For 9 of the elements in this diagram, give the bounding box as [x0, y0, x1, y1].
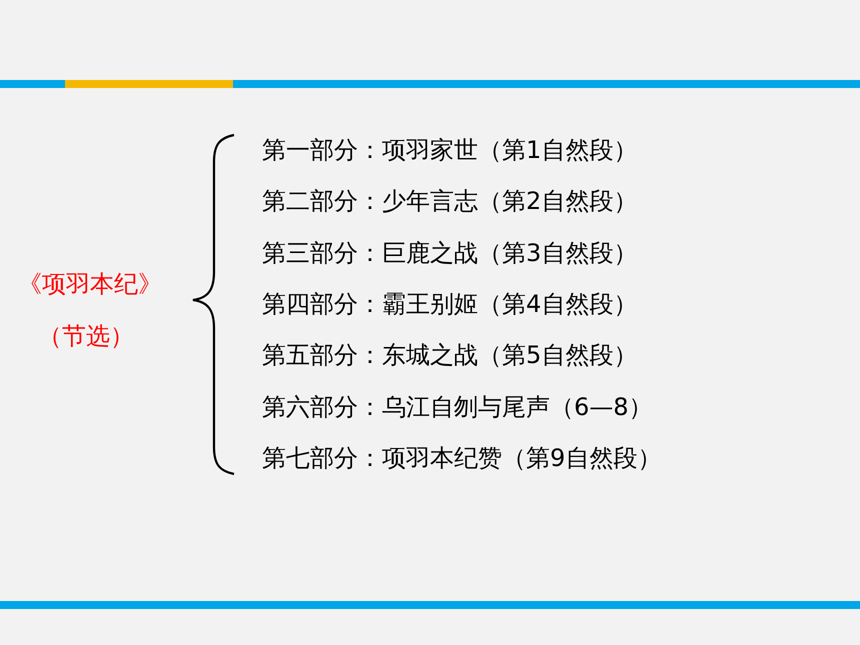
section-text: 第六部分：乌江自刎与尾声（6—8）: [262, 392, 653, 422]
section-text: 第二部分：少年言志（第2自然段）: [262, 186, 638, 216]
section-text: 第四部分：霸王别姬（第4自然段）: [262, 288, 638, 319]
section-text: 第七部分：项羽本纪赞（第9自然段）: [262, 442, 662, 473]
section-text: 第三部分：巨鹿之战（第3自然段）: [262, 238, 638, 268]
title-text: （节选）: [38, 321, 134, 351]
title-text: 《项羽本纪》: [18, 269, 162, 299]
section-text: 第一部分：项羽家世（第1自然段）: [262, 135, 638, 165]
section-text: 第五部分：东城之战（第5自然段）: [262, 340, 638, 370]
